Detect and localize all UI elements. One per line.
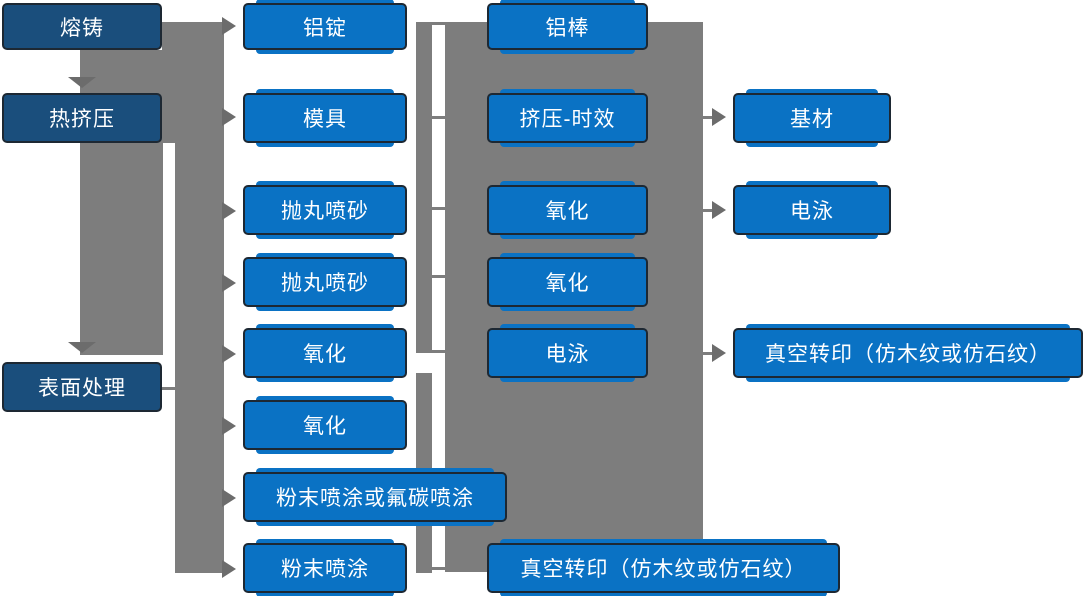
connector-row-2 — [432, 116, 445, 119]
arrow-to-oxidation-1-icon — [222, 345, 236, 363]
node-vacuum-transfer-2: 真空转印（仿木纹或仿石纹） — [733, 328, 1083, 378]
connector-row-3 — [432, 207, 445, 210]
arrow-to-shot-blasting-1-icon — [222, 202, 236, 220]
node-base-material: 基材 — [733, 93, 891, 143]
node-oxidation-1: 氧化 — [243, 328, 407, 378]
node-aluminum-rod: 铝棒 — [487, 3, 648, 50]
connector-row-5 — [432, 350, 445, 353]
node-label: 模具 — [303, 108, 347, 131]
node-label: 真空转印（仿木纹或仿石纹） — [520, 558, 807, 581]
left-rail — [175, 22, 224, 573]
node-shot-blasting-1: 抛丸喷砂 — [243, 185, 407, 235]
node-label: 表面处理 — [38, 377, 126, 400]
node-label: 真空转印（仿木纹或仿石纹） — [765, 343, 1051, 366]
connector-row-8 — [432, 567, 445, 570]
node-label: 氧化 — [545, 200, 590, 223]
stub-electrophoresis — [703, 209, 713, 212]
node-electrophoresis-1: 电泳 — [487, 328, 648, 378]
arrow-to-shot-blasting-2-icon — [222, 274, 236, 292]
mid-bar-upper — [416, 22, 432, 353]
arrow-to-base-material-icon — [712, 108, 726, 126]
stub-vacuum-transfer — [703, 352, 713, 355]
node-powder-coating: 粉末喷涂 — [243, 543, 407, 593]
node-label: 抛丸喷砂 — [281, 200, 369, 223]
node-extrusion-aging: 挤压-时效 — [487, 93, 648, 143]
arrow-to-oxidation-2-icon — [222, 417, 236, 435]
node-label: 电泳 — [790, 200, 834, 223]
node-label: 抛丸喷砂 — [281, 272, 369, 295]
arrow-to-electrophoresis-2-icon — [712, 201, 726, 219]
node-shot-blasting-2: 抛丸喷砂 — [243, 257, 407, 307]
arrow-down-to-hot-extrusion-icon — [68, 77, 96, 88]
connector-row-4 — [432, 275, 445, 278]
arrow-to-powder-or-fluorocarbon-coating-icon — [222, 489, 236, 507]
connector-row-1 — [432, 22, 445, 25]
node-vacuum-transfer-1: 真空转印（仿木纹或仿石纹） — [487, 543, 840, 593]
arrow-to-powder-coating-icon — [222, 560, 236, 578]
node-label: 铝锭 — [303, 16, 347, 40]
node-label: 粉末喷涂或氟碳喷涂 — [276, 487, 474, 510]
node-label: 挤压-时效 — [519, 108, 616, 131]
node-label: 熔铸 — [60, 16, 104, 40]
node-mold: 模具 — [243, 93, 407, 143]
node-label: 基材 — [790, 108, 834, 131]
node-label: 氧化 — [303, 343, 347, 366]
node-label: 电泳 — [545, 343, 590, 366]
node-label: 铝棒 — [545, 16, 590, 40]
node-melt-casting: 熔铸 — [2, 3, 162, 50]
node-label: 氧化 — [545, 272, 590, 295]
surface-treatment-link — [162, 387, 175, 390]
node-label: 粉末喷涂 — [281, 558, 369, 581]
node-powder-or-fluorocarbon-coating: 粉末喷涂或氟碳喷涂 — [243, 472, 507, 522]
node-hot-extrusion: 热挤压 — [2, 93, 162, 143]
arrow-to-mold-icon — [222, 108, 236, 126]
arrow-to-vacuum-transfer-2-icon — [712, 344, 726, 362]
node-aluminum-ingot: 铝锭 — [243, 3, 407, 50]
node-oxidation-3: 氧化 — [487, 185, 648, 235]
arrow-down-to-surface-treatment-icon — [68, 342, 96, 353]
node-oxidation-4: 氧化 — [487, 257, 648, 307]
arrow-to-aluminum-ingot-icon — [222, 17, 236, 35]
node-oxidation-2: 氧化 — [243, 400, 407, 450]
node-label: 氧化 — [303, 415, 347, 438]
node-electrophoresis-2: 电泳 — [733, 185, 891, 235]
node-label: 热挤压 — [49, 108, 115, 131]
stub-base-material — [703, 116, 713, 119]
node-surface-treatment: 表面处理 — [2, 362, 162, 412]
